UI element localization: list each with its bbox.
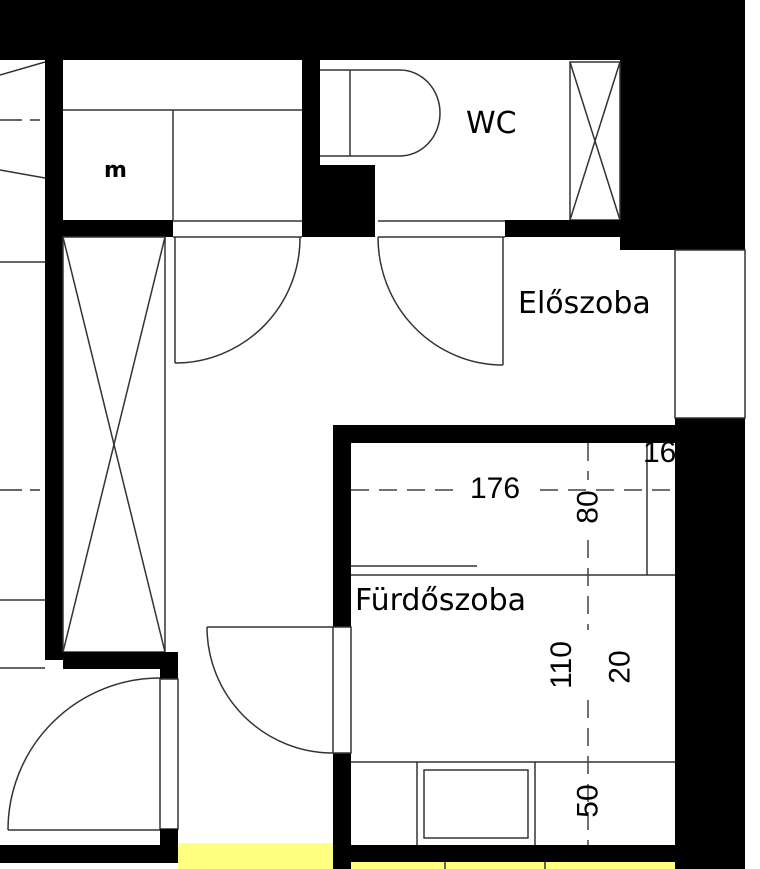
room-label-eloszoba: Előszoba xyxy=(518,286,651,321)
bathroom-wall-left xyxy=(333,425,351,627)
wardrobe-icon xyxy=(62,236,166,653)
dim-washbasin: 50 xyxy=(571,784,605,818)
room-label-furdoszoba: Fürdőszoba xyxy=(355,583,526,618)
bathroom-wall-bottom xyxy=(333,845,675,862)
right-wall xyxy=(620,0,745,250)
dim-wall-gap: 20 xyxy=(603,650,637,684)
door-icon xyxy=(377,236,504,366)
toilet-icon xyxy=(320,69,441,157)
right-wall-lower xyxy=(675,418,745,869)
shaft-icon xyxy=(569,61,621,221)
door-icon xyxy=(206,626,352,754)
dimension-lines xyxy=(351,443,675,845)
bathroom-wall-top xyxy=(333,425,675,443)
dim-bath-length: 110 xyxy=(544,641,578,689)
dim-tub-depth: 80 xyxy=(571,490,605,524)
door-icon xyxy=(174,236,301,364)
room-label-wc: WC xyxy=(466,106,517,141)
highlight-area xyxy=(178,843,333,869)
window-icon xyxy=(674,249,746,419)
storage-label: m xyxy=(104,158,127,183)
door-icon xyxy=(0,667,179,831)
left-wall xyxy=(45,60,63,660)
dim-cut-off: 16 xyxy=(643,436,675,469)
dim-bath-width: 176 xyxy=(470,472,521,505)
